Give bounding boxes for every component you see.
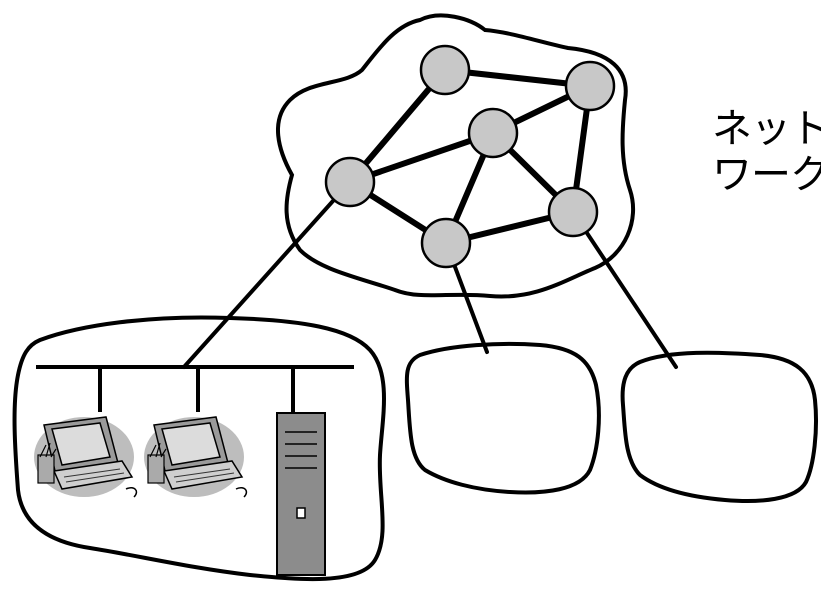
- network-label: ネットワーク: [712, 106, 821, 198]
- server-tower-icon: [277, 413, 325, 575]
- network-label-line-2: ワーク: [712, 152, 821, 198]
- node-4: [326, 158, 374, 206]
- node-1: [421, 46, 469, 94]
- desktop-computer-icon: [144, 417, 246, 497]
- desktop-computer-icon: [34, 417, 136, 497]
- uplink-subnet-3: [573, 212, 676, 367]
- subnet-blob-2: [407, 344, 599, 493]
- uplinks: [184, 182, 676, 367]
- network-label-line-1: ネット: [712, 106, 821, 152]
- subnet-blob-3: [623, 353, 816, 501]
- uplink-lan: [184, 182, 350, 367]
- node-3: [469, 109, 517, 157]
- node-5: [422, 219, 470, 267]
- node-2: [566, 62, 614, 110]
- node-6: [549, 188, 597, 236]
- lan-bus: [38, 367, 352, 413]
